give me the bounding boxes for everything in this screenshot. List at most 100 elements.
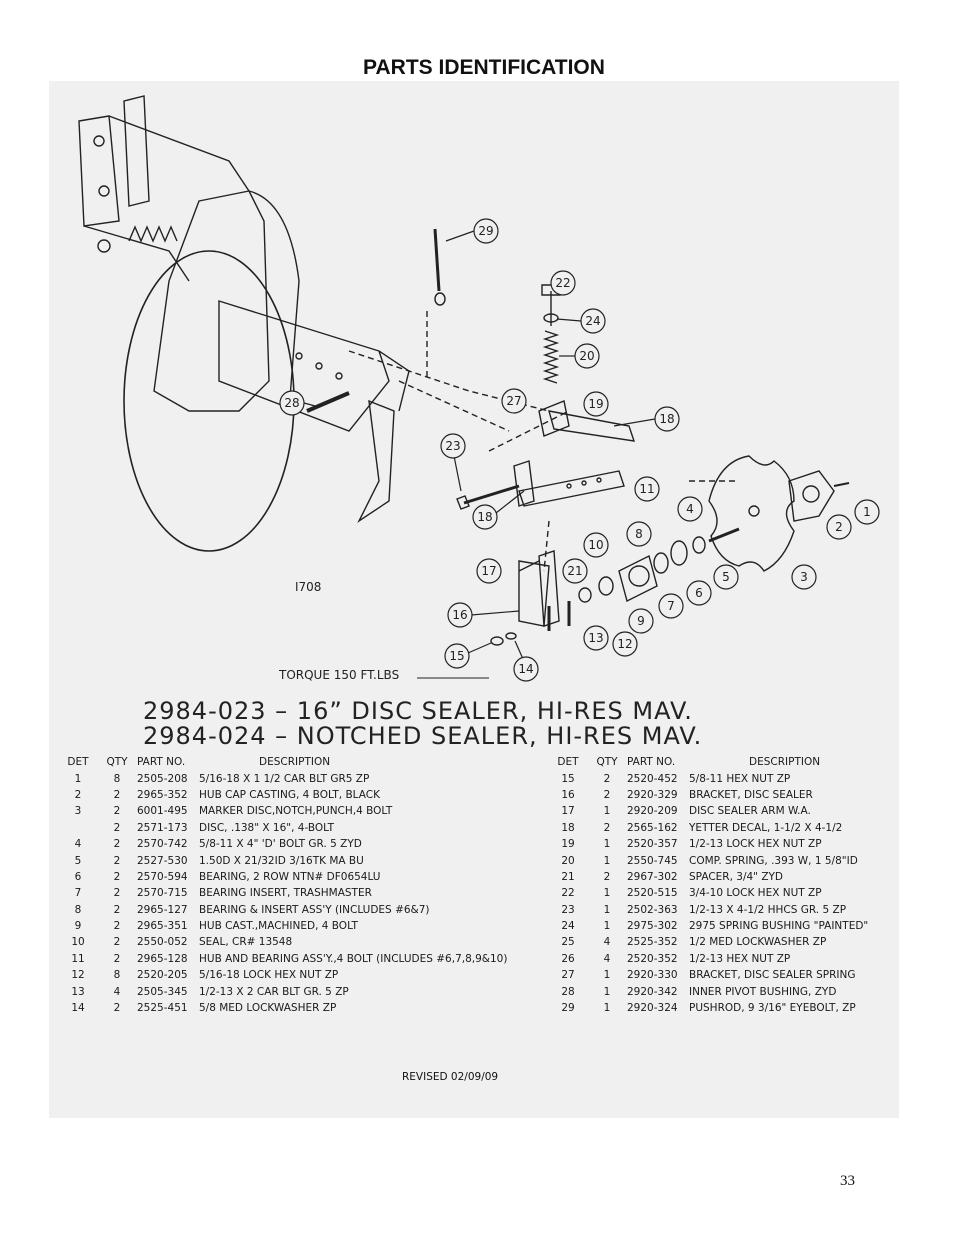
part-number: 2965-351 [137, 920, 188, 933]
svg-text:5: 5 [722, 570, 730, 584]
part-det: 26 [561, 952, 575, 965]
part-det: 19 [561, 838, 575, 851]
assembly-titles: 2984-023 – 16” DISC SEALER, HI-RES MAV. … [143, 699, 702, 749]
callout-2: 2 [826, 514, 852, 540]
part-det: 10 [71, 936, 85, 949]
col-qty: QTY [596, 756, 618, 769]
col-det: DET [557, 756, 579, 769]
callout-13: 13 [583, 625, 609, 651]
callout-28: 28 [279, 390, 320, 416]
part-description: 5/16-18 LOCK HEX NUT ZP [199, 969, 339, 982]
part-description: 5/8-11 X 4" 'D' BOLT GR. 5 ZYD [199, 838, 362, 851]
part-number: 2550-052 [137, 936, 188, 949]
part-qty: 1 [603, 903, 611, 916]
part-number: 2565-162 [627, 821, 678, 834]
part-number: 2965-128 [137, 952, 188, 965]
part-qty: 1 [603, 1002, 611, 1015]
part-description: HUB AND BEARING ASS'Y.,4 BOLT (INCLUDES … [199, 952, 508, 965]
part-description: BRACKET, DISC SEALER SPRING [689, 969, 856, 982]
part-number: 2920-342 [627, 985, 678, 998]
svg-text:18: 18 [659, 412, 674, 426]
svg-text:10: 10 [588, 538, 603, 552]
col-description: DESCRIPTION [749, 756, 821, 769]
part-qty: 2 [113, 1002, 121, 1015]
svg-text:24: 24 [585, 314, 600, 328]
assembly-title-2: 2984-024 – NOTCHED SEALER, HI-RES MAV. [143, 722, 703, 750]
col-description: DESCRIPTION [259, 756, 331, 769]
callout-14: 14 [513, 640, 539, 682]
callout-22: 22 [550, 270, 576, 296]
svg-text:29: 29 [478, 224, 493, 238]
callout-19: 19 [583, 391, 609, 417]
part-number: 2520-515 [627, 887, 678, 900]
callout-9: 9 [628, 608, 654, 634]
svg-text:19: 19 [588, 397, 603, 411]
page-title: PARTS IDENTIFICATION [363, 56, 605, 79]
part-qty: 1 [603, 805, 611, 818]
svg-text:17: 17 [481, 564, 496, 578]
part-det: 14 [71, 1002, 85, 1015]
callout-3: 3 [791, 564, 817, 590]
part-qty: 1 [603, 887, 611, 900]
callout-23: 23 [440, 433, 466, 492]
part-description: DISC, .138" X 16", 4-BOLT [199, 821, 334, 834]
callout-12: 12 [612, 631, 638, 657]
svg-text:6: 6 [695, 586, 703, 600]
part-det: 20 [561, 854, 575, 867]
part-qty: 4 [603, 952, 611, 965]
part-number: 2570-594 [137, 870, 188, 883]
part-number: 2502-363 [627, 903, 678, 916]
svg-text:1: 1 [863, 505, 871, 519]
part-qty: 1 [603, 969, 611, 982]
part-det: 1 [74, 772, 82, 785]
svg-text:3: 3 [800, 570, 808, 584]
part-det: 28 [561, 985, 575, 998]
part-description: SPACER, 3/4" ZYD [689, 870, 784, 883]
part-number: 2965-127 [137, 903, 188, 916]
svg-text:18: 18 [477, 510, 492, 524]
part-number: 6001-495 [137, 805, 188, 818]
callout-10: 10 [583, 532, 609, 558]
part-det: 16 [561, 788, 575, 801]
svg-text:15: 15 [449, 649, 464, 663]
part-qty: 4 [113, 985, 121, 998]
part-qty: 8 [113, 772, 121, 785]
part-description: 2975 SPRING BUSHING "PAINTED" [689, 920, 869, 933]
callout-21: 21 [562, 558, 588, 584]
svg-text:16: 16 [452, 608, 467, 622]
svg-text:12: 12 [617, 637, 632, 651]
callout-6: 6 [686, 580, 712, 606]
part-qty: 2 [113, 838, 121, 851]
part-det: 21 [561, 870, 575, 883]
part-qty: 1 [603, 854, 611, 867]
part-det: 8 [74, 903, 82, 916]
part-qty: 2 [603, 821, 611, 834]
part-det: 9 [74, 920, 82, 933]
part-det: 7 [74, 887, 82, 900]
callout-24: 24 [556, 308, 606, 334]
page-number: 33 [840, 1173, 855, 1189]
part-number: 2525-451 [137, 1002, 188, 1015]
part-number: 2967-302 [627, 870, 678, 883]
part-description: BEARING, 2 ROW NTN# DF0654LU [199, 870, 381, 883]
svg-text:27: 27 [506, 394, 521, 408]
part-qty: 2 [113, 854, 121, 867]
